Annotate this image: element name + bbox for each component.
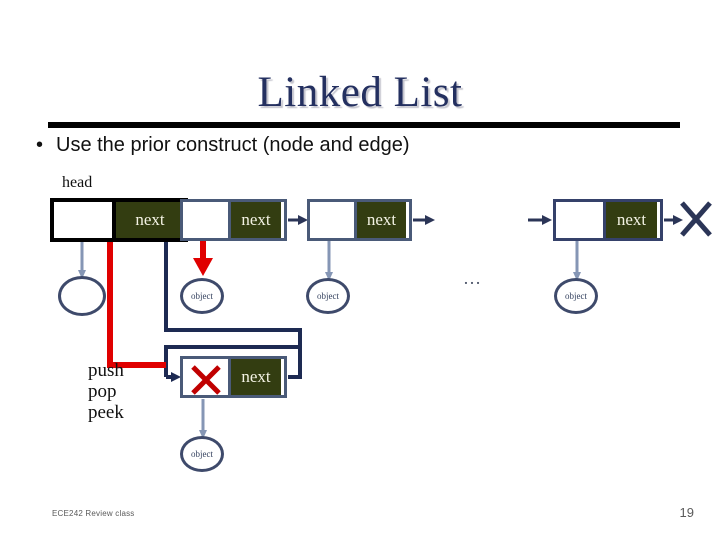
node-4-next-field: next — [606, 202, 657, 238]
node-new-data-field — [183, 359, 231, 395]
object-ellipse-new: object — [180, 436, 224, 472]
object-ellipse-4: object — [554, 278, 598, 314]
node-3-data-field — [310, 202, 357, 238]
stack-operations-list: push pop peek — [88, 360, 124, 423]
operation-peek: peek — [88, 402, 124, 423]
node-new-next-field: next — [231, 359, 281, 395]
footer-page-number: 19 — [679, 505, 694, 520]
object-ellipse-2: object — [180, 278, 224, 314]
node-4-data-field — [556, 202, 606, 238]
deleted-x-icon — [191, 365, 221, 395]
node-1-data-field — [54, 202, 116, 238]
node-3: next — [307, 199, 412, 241]
bullet-item: • Use the prior construct (node and edge… — [36, 132, 676, 158]
node-2-data-field — [183, 202, 231, 238]
node-4: next — [553, 199, 663, 241]
footer-course-label: ECE242 Review class — [52, 509, 135, 518]
node-3-next-field: next — [357, 202, 406, 238]
operation-pop: pop — [88, 381, 117, 402]
page-title: Linked List — [257, 69, 463, 116]
title-divider — [48, 122, 680, 128]
node-1: next — [50, 198, 188, 242]
head-label: head — [62, 174, 93, 191]
list-continuation-ellipsis: … — [463, 268, 483, 288]
object-ellipse-3: object — [306, 278, 350, 314]
null-marker-end — [680, 201, 712, 237]
node-new: next — [180, 356, 287, 398]
node-2: next — [180, 199, 287, 241]
bullet-marker: • — [36, 134, 44, 156]
node-1-next-field: next — [116, 202, 184, 238]
object-ellipse-1 — [58, 276, 106, 316]
bullet-item-label: Use the prior construct (node and edge) — [56, 134, 410, 156]
node-2-next-field: next — [231, 202, 281, 238]
operation-push: push — [88, 360, 124, 381]
